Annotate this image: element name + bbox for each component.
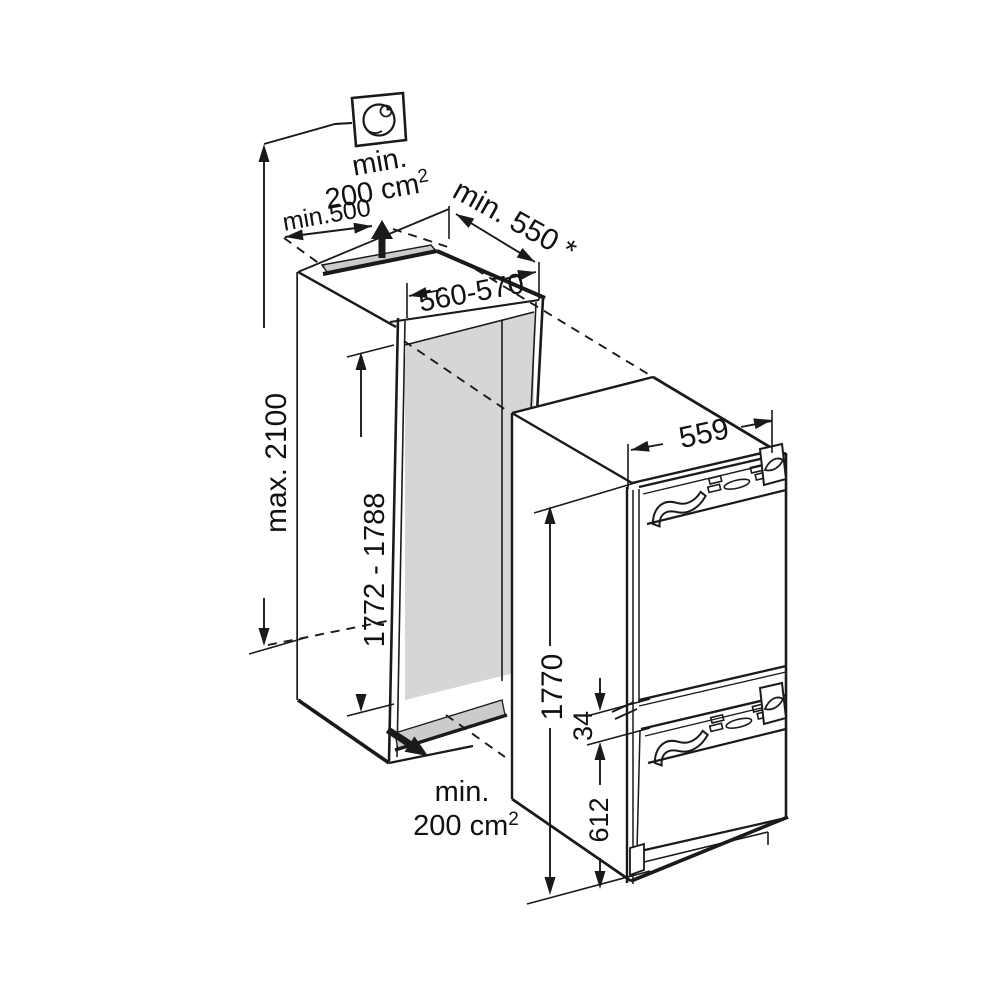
dim-appliance-height (526, 481, 651, 905)
dim-top-clearance (284, 220, 373, 243)
fridge-bottom-left-edge (511, 797, 632, 883)
label-niche-height: 1772 - 1788 (359, 493, 391, 648)
label-vent-bottom-value: 200 cm2 (413, 809, 519, 842)
handle-swoosh-icon (651, 490, 708, 528)
fridge-top-front-edge (631, 448, 776, 485)
label-appliance-height: 1770 (536, 654, 569, 721)
fridge-top-face (512, 377, 775, 483)
alignment-dash-top-left (283, 237, 325, 268)
upper-door-bottom-edge (638, 664, 787, 702)
freezer-drawer (635, 681, 788, 854)
handle-swoosh-icon (763, 696, 785, 711)
fridge-door-upper (638, 442, 788, 707)
niche-ceiling-edge (404, 311, 535, 346)
niche-front-left-edge-inner (396, 320, 406, 758)
airflow-up-arrow-icon (371, 220, 393, 258)
refrigerator-unit (510, 375, 789, 884)
alignment-dash-top-mid (392, 228, 449, 248)
plinth (629, 815, 789, 883)
vent-slit-icon (708, 722, 724, 733)
cabinet-top-face (298, 209, 545, 327)
fridge-bottom-front-edge (630, 815, 789, 883)
cabinet-top-back-edge (297, 208, 450, 273)
upper-handle-strip-bottom (646, 488, 787, 526)
alignment-dash-to-fridge-bottom (445, 714, 506, 758)
fridge-top-right-edge (652, 375, 776, 452)
drawer-handle-strip-bottom (647, 727, 787, 765)
fridge-top-left-edge (511, 411, 633, 485)
fridge-front-face (631, 450, 786, 881)
top-vent-front-lip (322, 249, 438, 276)
vent-slit-icon (706, 483, 722, 494)
upper-handle-end-cap (758, 442, 788, 487)
niche-front-right-edge-inner (530, 301, 537, 412)
plinth-recess-edge (643, 831, 769, 863)
cabinet-bottom-left-edge (296, 698, 391, 765)
label-door-gap: 34 (568, 711, 598, 741)
handle-oval-icon (723, 478, 751, 490)
label-max-height: max. 2100 (260, 393, 293, 533)
niche-opening-top-edge (389, 298, 540, 324)
handle-oval-icon (725, 717, 753, 729)
label-vent-bottom-line1: min. (435, 776, 490, 808)
cabinet-top-right-edge (436, 249, 546, 300)
clearance-dashed-lines (267, 228, 649, 758)
label-freezer-height: 612 (584, 797, 614, 842)
plinth-left-block (629, 842, 645, 877)
dim-max-height (248, 122, 353, 655)
vent-slit-icon (707, 474, 723, 485)
floor-level-dash (267, 619, 393, 646)
cabinet-left-top-edge (297, 270, 397, 329)
upper-door-bottom-edge-inner (638, 671, 787, 707)
dim-freezer-height (594, 858, 606, 889)
handle-swoosh-icon (763, 457, 785, 472)
drawer-handle-end-cap (758, 681, 788, 726)
dim-door-gap (586, 678, 651, 785)
dim-niche-height (346, 344, 395, 717)
niche-cabinet (296, 208, 546, 765)
drawer-left-edge (636, 730, 641, 851)
fridge-left-side-face (512, 413, 632, 881)
alignment-dash-to-fridge-top-left (403, 340, 507, 411)
handle-swoosh-icon (653, 729, 710, 767)
dim-appliance-width (627, 410, 774, 489)
drawer-bottom-edge (635, 816, 787, 854)
niche-front-left-edge-outer (387, 317, 400, 762)
airflow-bottom-arrow-icon (385, 726, 428, 756)
dim-niche-width (406, 262, 540, 318)
cabinet-left-panel (298, 272, 396, 762)
alignment-dash-to-fridge-top-right (461, 260, 649, 375)
niche-front-right-edge-outer (535, 297, 545, 414)
dimensions (248, 122, 774, 905)
fridge-top-back-edge (511, 375, 654, 415)
vent-slit-icon (709, 713, 725, 724)
dim-min-depth (448, 206, 538, 267)
niche-bottom-front-edge (388, 744, 474, 765)
power-socket-icon (333, 91, 408, 148)
